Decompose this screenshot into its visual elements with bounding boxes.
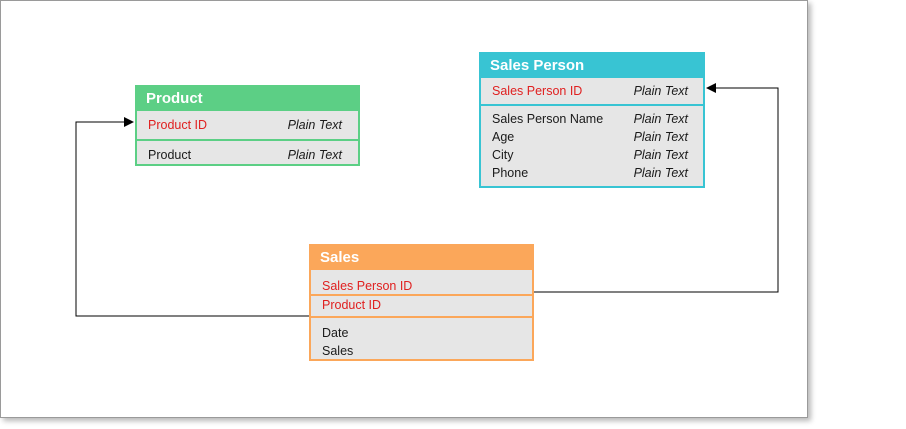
product-key-section: Product ID Plain Text <box>137 111 358 139</box>
product-table-title: Product <box>137 87 358 111</box>
field-type: Plain Text <box>633 112 688 126</box>
sales-key-section: Sales Person ID Product ID <box>311 270 532 313</box>
section-divider <box>137 139 358 141</box>
sales-key-row[interactable]: Product ID <box>311 296 532 313</box>
connector-sales-to-product[interactable] <box>75 117 311 317</box>
field-name: Product <box>148 148 192 162</box>
field-name: City <box>492 148 514 162</box>
field-name: Product ID <box>322 297 382 312</box>
field-name: Phone <box>492 166 529 180</box>
field-name: Sales Person ID <box>322 278 413 293</box>
field-type: Plain Text <box>287 118 342 132</box>
field-name: Sales Person ID <box>492 84 583 98</box>
sales-person-attribute-row[interactable]: Sales Person Name Plain Text <box>481 110 703 128</box>
sales-table[interactable]: Sales Sales Person ID Product ID Date Sa… <box>309 244 534 361</box>
field-type: Plain Text <box>287 148 342 162</box>
section-divider <box>311 316 532 318</box>
sales-attribute-section: Date Sales <box>311 318 532 360</box>
sales-person-table[interactable]: Sales Person Sales Person ID Plain Text … <box>479 52 705 188</box>
product-table[interactable]: Product Product ID Plain Text Product Pl… <box>135 85 360 166</box>
sales-person-attribute-row[interactable]: City Plain Text <box>481 146 703 164</box>
connector-sales-to-salesperson[interactable] <box>534 83 779 293</box>
sales-person-table-title: Sales Person <box>481 54 703 78</box>
sales-person-attribute-section: Sales Person Name Plain Text Age Plain T… <box>481 106 703 182</box>
field-type: Plain Text <box>633 84 688 98</box>
sales-person-attribute-row[interactable]: Phone Plain Text <box>481 164 703 182</box>
sales-attribute-row[interactable]: Date <box>311 324 532 342</box>
field-name: Sales Person Name <box>492 112 604 126</box>
field-type: Plain Text <box>633 130 688 144</box>
sales-attribute-row[interactable]: Sales <box>311 342 532 360</box>
field-name: Sales <box>322 344 354 358</box>
field-type: Plain Text <box>633 148 688 162</box>
section-divider <box>481 104 703 106</box>
sales-person-attribute-row[interactable]: Age Plain Text <box>481 128 703 146</box>
sales-person-key-section: Sales Person ID Plain Text <box>481 78 703 104</box>
field-name: Product ID <box>148 118 208 132</box>
product-key-row[interactable]: Product ID Plain Text <box>137 116 358 134</box>
sales-table-title: Sales <box>311 246 532 270</box>
product-attribute-row[interactable]: Product Plain Text <box>137 146 358 164</box>
field-name: Age <box>492 130 515 144</box>
product-attribute-section: Product Plain Text <box>137 141 358 167</box>
sales-key-row[interactable]: Sales Person ID <box>311 277 532 294</box>
field-type: Plain Text <box>633 166 688 180</box>
sales-person-key-row[interactable]: Sales Person ID Plain Text <box>481 82 703 100</box>
field-name: Date <box>322 326 349 340</box>
key-divider <box>311 294 532 296</box>
